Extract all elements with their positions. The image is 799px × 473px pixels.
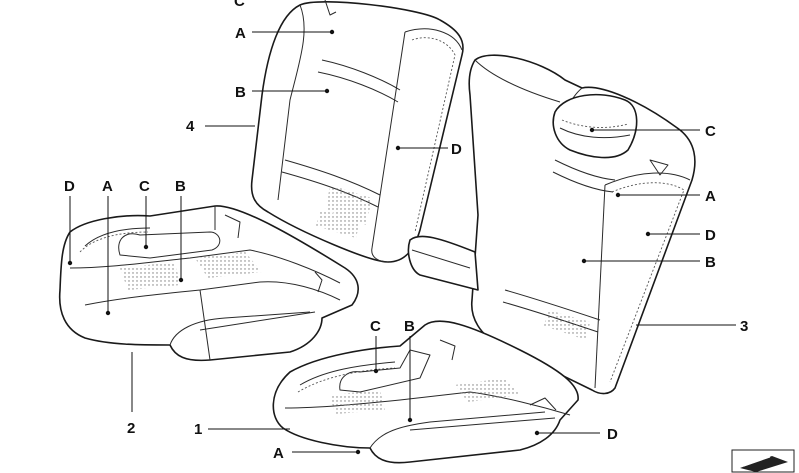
left-cushion (58, 205, 359, 362)
callout-num-2: 2 (127, 420, 135, 437)
callout-front-cushion-c: C (370, 318, 381, 335)
callout-front-cushion-d: D (607, 426, 618, 443)
callout-labels: C A B 4 D D A C B 2 C A D B 3 C B 1 A D (64, 0, 748, 462)
callout-backrest-left-d: D (451, 141, 462, 158)
callout-right-back-c: C (705, 123, 716, 140)
callout-cushion-left-a: A (102, 178, 113, 195)
callout-front-cushion-b: B (404, 318, 415, 335)
front-cushion (272, 320, 579, 464)
callout-right-back-a: A (705, 188, 716, 205)
callout-right-back-d: D (705, 227, 716, 244)
callout-num-3: 3 (740, 318, 748, 335)
callout-num-4: 4 (186, 118, 195, 135)
callout-cushion-left-d: D (64, 178, 75, 195)
callout-num-1: 1 (194, 421, 202, 438)
callout-cushion-left-c: C (139, 178, 150, 195)
right-backrest (407, 54, 696, 395)
arrow-icon (731, 449, 795, 473)
callout-right-back-b: B (705, 254, 716, 271)
callout-cushion-left-b: B (175, 178, 186, 195)
callout-top-a: A (235, 25, 246, 42)
callout-front-cushion-a: A (273, 445, 284, 462)
leader-lines (67, 29, 736, 455)
callout-top-c: C (234, 0, 245, 10)
callout-top-b: B (235, 84, 246, 101)
left-backrest (250, 0, 464, 263)
